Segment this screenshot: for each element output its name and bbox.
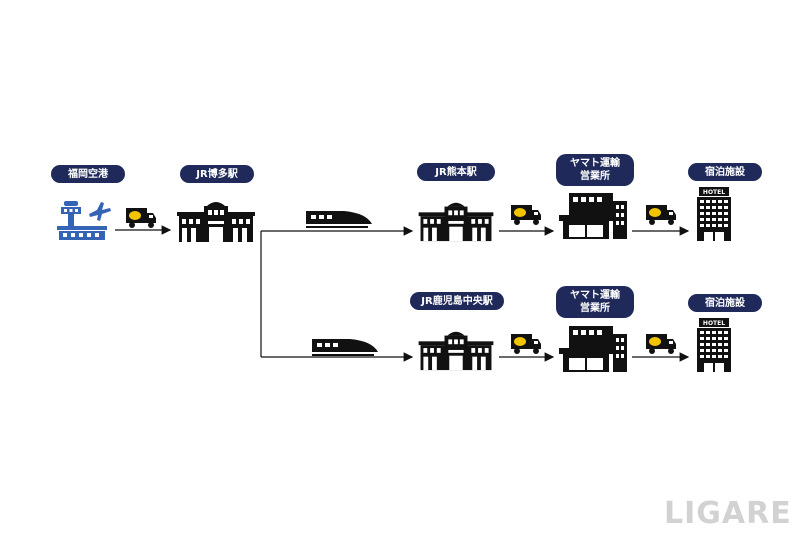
station-icon [177, 202, 255, 242]
truck-icon [646, 334, 676, 354]
hotel-sign-text: HOTEL [703, 320, 725, 327]
truck-icon [511, 334, 541, 354]
truck-icon [646, 205, 676, 225]
watermark-logo: LIGARE [664, 496, 792, 531]
label-jr-hakata: JR博多駅 [180, 165, 254, 183]
station-icon [418, 331, 494, 371]
hotel-icon: HOTEL [697, 187, 731, 241]
hotel-icon: HOTEL [697, 318, 731, 372]
label-hotel-2: 宿泊施設 [688, 294, 762, 312]
label-yamato-office-1: ヤマト運輸営業所 [556, 154, 634, 186]
label-jr-kagoshima-chuo: JR鹿児島中央駅 [410, 292, 504, 310]
station-icon [418, 202, 494, 242]
office-building-icon [559, 326, 627, 372]
train-icon [312, 339, 378, 356]
train-icon [306, 211, 372, 228]
label-hotel-1: 宿泊施設 [688, 163, 762, 181]
truck-icon [126, 208, 156, 228]
airport-icon [57, 201, 111, 240]
office-building-icon [559, 193, 627, 239]
hotel-sign-text: HOTEL [703, 189, 725, 196]
label-jr-kumamoto: JR熊本駅 [417, 163, 495, 181]
label-yamato-office-2: ヤマト運輸営業所 [556, 286, 634, 318]
truck-icon [511, 205, 541, 225]
label-fukuoka-airport: 福岡空港 [51, 165, 125, 183]
